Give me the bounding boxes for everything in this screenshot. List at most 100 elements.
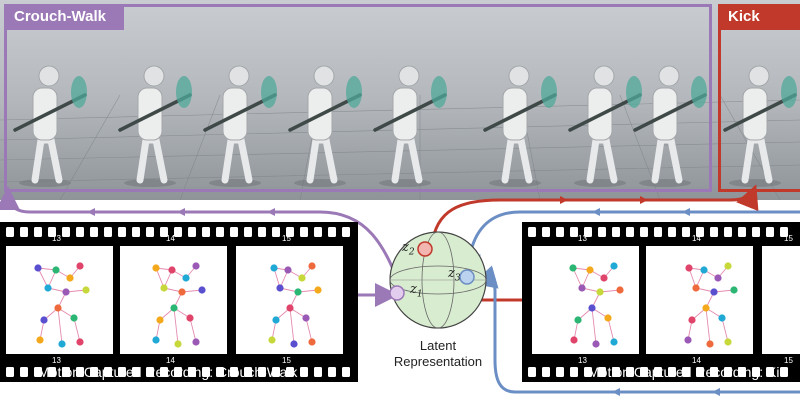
z2-point bbox=[417, 241, 433, 257]
bone bbox=[721, 317, 729, 343]
sprocket-hole bbox=[626, 227, 634, 237]
frame-num-15-top: 15 bbox=[282, 234, 291, 243]
frame-num-13-bottom: 13 bbox=[52, 356, 61, 365]
frame-num-13-top: 13 bbox=[52, 234, 61, 243]
joint-dot bbox=[170, 304, 178, 312]
robot-figure bbox=[288, 65, 362, 187]
joint-dot bbox=[710, 288, 718, 296]
z1-point bbox=[389, 285, 405, 301]
sprocket-hole bbox=[272, 227, 280, 237]
sprocket-hole bbox=[146, 227, 154, 237]
sprocket-hole bbox=[6, 367, 14, 377]
frame-num-14-bottom: 14 bbox=[166, 356, 175, 365]
joint-dot bbox=[700, 266, 708, 274]
sprocket-hole bbox=[230, 227, 238, 237]
bone bbox=[705, 307, 711, 345]
robot-figure bbox=[13, 65, 87, 187]
joint-dot bbox=[152, 264, 160, 272]
sprocket-hole bbox=[314, 227, 322, 237]
film-right-svg bbox=[528, 227, 800, 377]
left-recording-caption: Motion Captured Recording: Crouch-Walk bbox=[38, 364, 298, 380]
joint-dot bbox=[685, 264, 693, 272]
robot-figure bbox=[373, 65, 447, 187]
bone bbox=[189, 317, 197, 343]
sprocket-hole bbox=[202, 227, 210, 237]
joint-dot bbox=[36, 336, 44, 344]
robot-figure bbox=[633, 65, 707, 187]
joint-dot bbox=[308, 262, 316, 270]
z3-label: z3 bbox=[448, 266, 461, 284]
sprocket-hole bbox=[244, 367, 252, 377]
robot-figure bbox=[203, 65, 277, 187]
joint-dot bbox=[156, 316, 164, 324]
kick-label: Kick bbox=[718, 4, 800, 30]
sprocket-hole bbox=[654, 367, 662, 377]
latent-caption-line1: Latent bbox=[419, 338, 457, 353]
sprocket-hole bbox=[612, 227, 620, 237]
sprocket-hole bbox=[612, 367, 620, 377]
joint-dot bbox=[684, 336, 692, 344]
joint-dot bbox=[82, 286, 90, 294]
sprocket-hole bbox=[328, 367, 336, 377]
sprocket-hole bbox=[766, 367, 774, 377]
sprocket-hole bbox=[160, 367, 168, 377]
sprocket-hole bbox=[132, 227, 140, 237]
sprocket-hole bbox=[258, 367, 266, 377]
joint-dot bbox=[276, 284, 284, 292]
latent-sphere bbox=[389, 231, 487, 329]
sprocket-hole bbox=[48, 227, 56, 237]
sprocket-hole bbox=[598, 367, 606, 377]
sprocket-hole bbox=[542, 367, 550, 377]
joint-dot bbox=[290, 340, 298, 348]
joint-dot bbox=[52, 266, 60, 274]
sprocket-hole bbox=[20, 227, 28, 237]
latent-caption: Latent Representation bbox=[386, 338, 490, 370]
sprocket-hole bbox=[724, 367, 732, 377]
joint-dot bbox=[570, 336, 578, 344]
joint-dot bbox=[294, 288, 302, 296]
sprocket-hole bbox=[90, 227, 98, 237]
joint-dot bbox=[284, 266, 292, 274]
sprocket-hole bbox=[570, 227, 578, 237]
sprocket-hole bbox=[528, 227, 536, 237]
sprocket-hole bbox=[90, 367, 98, 377]
joint-dot bbox=[76, 338, 84, 346]
joint-dot bbox=[34, 264, 42, 272]
sprocket-hole bbox=[738, 227, 746, 237]
joint-dot bbox=[588, 304, 596, 312]
joint-dot bbox=[174, 340, 182, 348]
joint-dot bbox=[586, 266, 594, 274]
sprocket-hole bbox=[584, 227, 592, 237]
joint-dot bbox=[610, 338, 618, 346]
joint-dot bbox=[152, 336, 160, 344]
joint-dot bbox=[688, 316, 696, 324]
sprocket-hole bbox=[780, 227, 788, 237]
sprocket-hole bbox=[710, 367, 718, 377]
robot-figure bbox=[118, 65, 192, 187]
joint-dot bbox=[730, 286, 738, 294]
crouch-walk-label: Crouch-Walk bbox=[4, 4, 124, 30]
sprocket-hole bbox=[6, 227, 14, 237]
joint-dot bbox=[616, 286, 624, 294]
joint-dot bbox=[192, 338, 200, 346]
sprocket-hole bbox=[300, 227, 308, 237]
sprocket-hole bbox=[668, 227, 676, 237]
sprocket-hole bbox=[48, 367, 56, 377]
latent-caption-line2: Representation bbox=[393, 354, 483, 369]
joint-dot bbox=[44, 284, 52, 292]
joint-dot bbox=[714, 274, 722, 282]
robot-figure bbox=[723, 65, 797, 187]
joint-dot bbox=[70, 314, 78, 322]
sprocket-hole bbox=[556, 227, 564, 237]
sprocket-hole bbox=[780, 367, 788, 377]
sprocket-hole bbox=[118, 227, 126, 237]
sprocket-hole bbox=[342, 367, 350, 377]
joint-dot bbox=[610, 262, 618, 270]
sprocket-hole bbox=[118, 367, 126, 377]
joint-dot bbox=[604, 314, 612, 322]
z3-point bbox=[459, 269, 475, 285]
bone bbox=[607, 317, 615, 343]
sprocket-hole bbox=[286, 367, 294, 377]
joint-dot bbox=[186, 314, 194, 322]
right-recording-caption: Motion Captured Recording: Kic bbox=[588, 364, 787, 380]
